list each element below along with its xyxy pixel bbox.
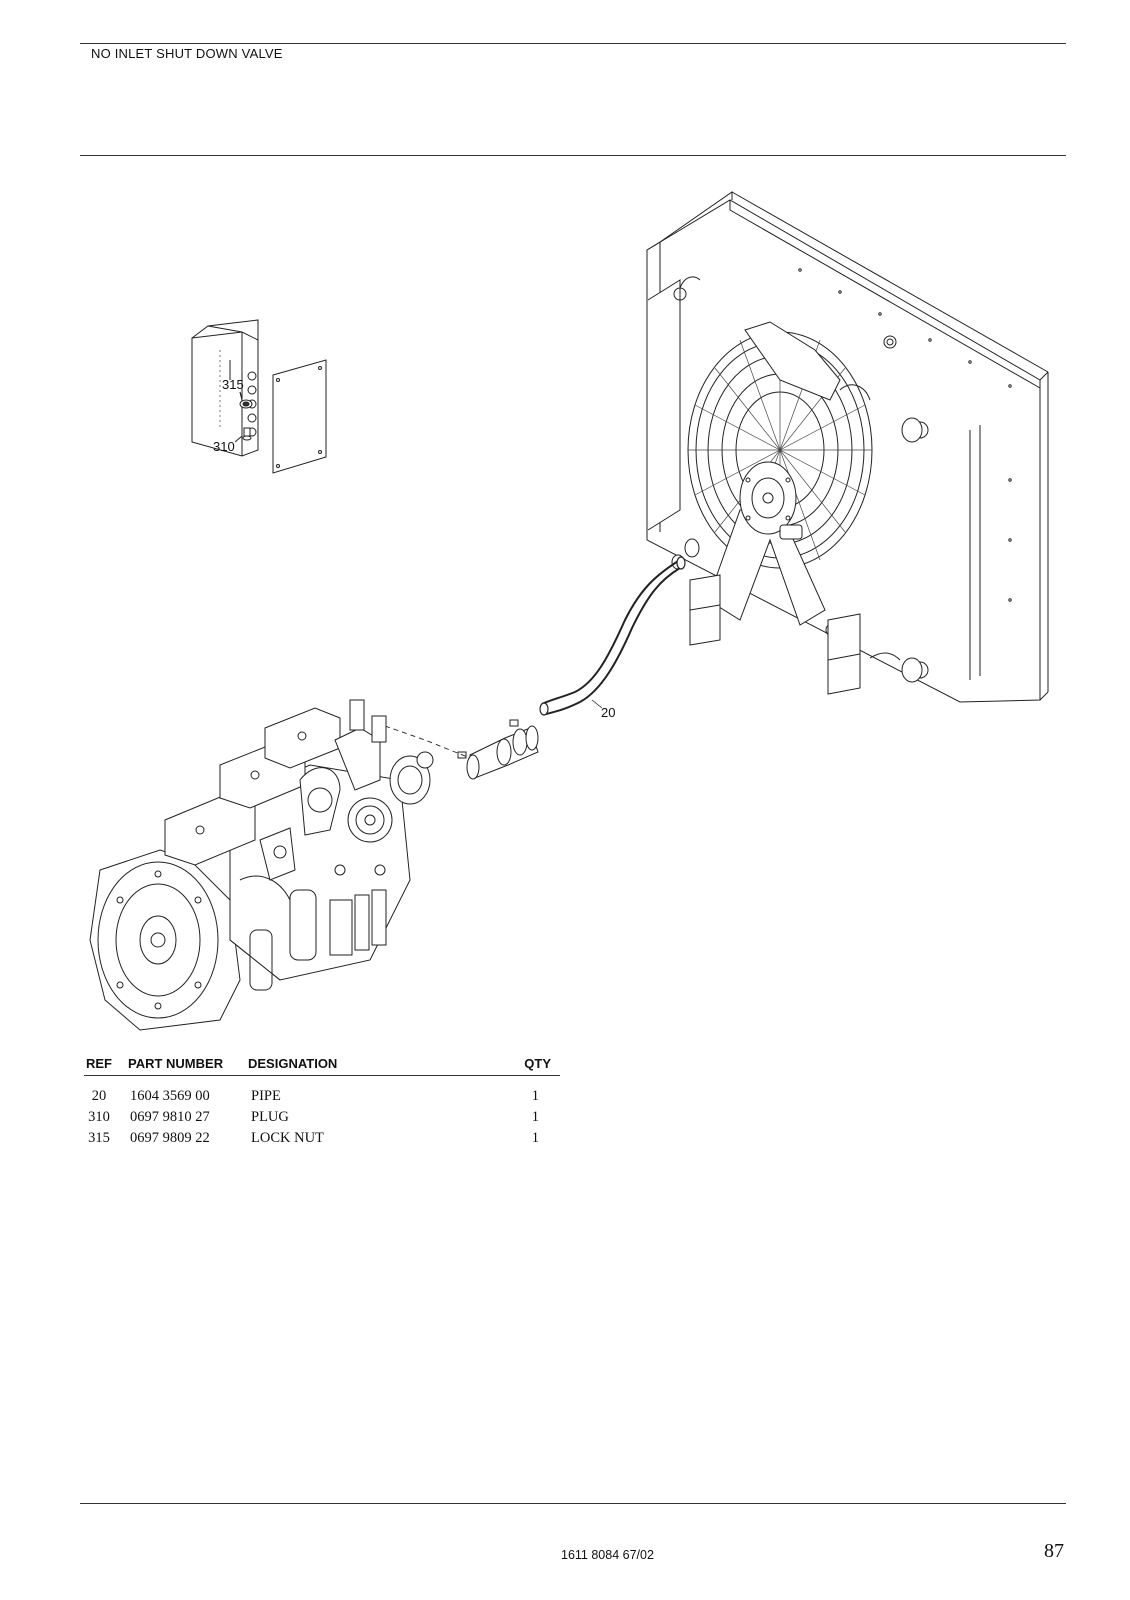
document-code: 1611 8084 67/02 (561, 1548, 654, 1562)
header-rule-bottom (80, 155, 1066, 156)
cell-ref: 310 (88, 1109, 110, 1125)
col-header-designation: DESIGNATION (248, 1056, 338, 1071)
parts-table-header: REF PART NUMBER DESIGNATION QTY (84, 1051, 560, 1076)
parts-table-body: 20 1604 3569 00 PIPE 1 310 0697 9810 27 … (84, 1076, 560, 1149)
col-header-ref: REF (86, 1056, 112, 1071)
cell-qty: 1 (531, 1109, 539, 1125)
control-box-illustration (191, 319, 259, 457)
page-title: NO INLET SHUT DOWN VALVE (91, 46, 283, 61)
hose-coupling-illustration (457, 719, 539, 780)
callout-310: 310 (213, 439, 235, 454)
cell-qty: 1 (531, 1130, 539, 1146)
cell-ref: 315 (88, 1130, 110, 1146)
col-header-part-number: PART NUMBER (128, 1056, 224, 1071)
pipe-20-illustration (539, 556, 686, 716)
callout-20: 20 (601, 705, 615, 720)
page-number: 87 (1044, 1540, 1064, 1562)
cell-part-number: 1604 3569 00 (130, 1088, 210, 1104)
table-row: 20 1604 3569 00 PIPE 1 (84, 1086, 560, 1107)
exploded-parts-diagram: 315 310 20 (80, 180, 1070, 1040)
table-row: 310 0697 9810 27 PLUG 1 (84, 1107, 560, 1128)
cell-designation: PLUG (251, 1109, 289, 1125)
cell-designation: PIPE (251, 1088, 281, 1104)
engine-illustration (89, 699, 434, 1031)
cover-plate-illustration (272, 359, 327, 474)
cell-part-number: 0697 9810 27 (130, 1109, 210, 1125)
cell-qty: 1 (531, 1088, 539, 1104)
table-row: 315 0697 9809 22 LOCK NUT 1 (84, 1128, 560, 1149)
cell-part-number: 0697 9809 22 (130, 1130, 210, 1146)
callout-315: 315 (222, 377, 244, 392)
footer-rule (80, 1503, 1066, 1504)
col-header-qty: QTY (524, 1056, 551, 1071)
cell-designation: LOCK NUT (251, 1130, 324, 1146)
radiator-assembly-illustration (646, 191, 1049, 703)
cell-ref: 20 (91, 1088, 107, 1104)
header-rule-top (80, 43, 1066, 44)
parts-table: REF PART NUMBER DESIGNATION QTY 20 1604 … (84, 1051, 560, 1149)
